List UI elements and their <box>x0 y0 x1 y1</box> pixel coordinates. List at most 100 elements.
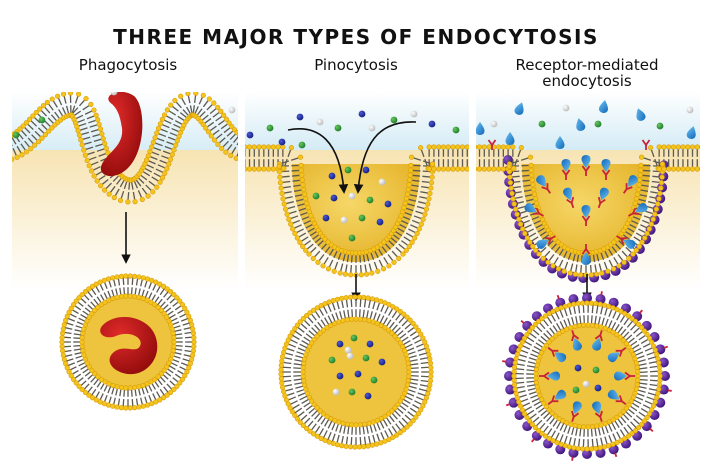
lipid-head <box>190 352 196 358</box>
molecule-white <box>348 192 356 200</box>
lipid-head <box>652 211 658 217</box>
lipid-head <box>315 259 321 265</box>
lipid-head <box>328 416 334 422</box>
molecule-white <box>582 380 590 388</box>
receptor-arm <box>552 400 559 403</box>
lipid-head <box>353 422 359 428</box>
lipid-head <box>639 421 645 428</box>
lipid-head <box>233 155 238 161</box>
lipid-head <box>634 382 640 388</box>
receptor-arm <box>618 350 623 357</box>
lipid-head <box>562 303 568 309</box>
lipid-head <box>414 230 420 237</box>
ligand-icon <box>581 205 591 218</box>
lipid-head <box>277 180 284 186</box>
lipid-head <box>302 356 308 362</box>
lipid-head <box>139 196 145 203</box>
lipid-head <box>402 200 408 206</box>
coat-protein <box>595 294 606 305</box>
receptor-arm <box>585 215 591 222</box>
lipid-head <box>320 263 326 269</box>
lipid-head <box>539 430 545 437</box>
diagram-title: THREE MAJOR TYPES OF ENDOCYTOSIS <box>113 25 599 49</box>
lipid-tail <box>232 135 238 143</box>
lipid-head <box>423 206 429 212</box>
lipid-head <box>568 325 574 331</box>
lipid-head <box>412 235 418 241</box>
lipid-head <box>382 413 388 419</box>
lipid-head <box>653 206 659 212</box>
lipid-head <box>297 319 303 325</box>
lipid-head <box>407 317 413 323</box>
lipid-head <box>694 166 700 172</box>
lipid-head <box>238 167 243 172</box>
lipid-head <box>251 144 257 150</box>
lipid-head <box>621 259 627 265</box>
lipid-head <box>334 296 341 302</box>
lipid-head <box>30 113 36 119</box>
lipid-head <box>541 346 547 352</box>
lipid-head <box>169 326 175 332</box>
lipid-head <box>626 344 632 350</box>
lipid-head <box>413 324 419 330</box>
receptor-icon <box>487 139 497 150</box>
lipid-head <box>76 383 82 389</box>
lipid-head <box>529 324 535 331</box>
lipid-head <box>535 318 542 324</box>
lipid-head <box>365 295 371 301</box>
receptor-stem <box>570 202 575 209</box>
lipid-tail <box>525 409 535 417</box>
molecule-green <box>344 166 352 174</box>
engulfed-particle <box>100 92 143 177</box>
lipid-head <box>152 376 158 383</box>
lipid-head <box>44 99 50 105</box>
molecule-green <box>452 126 460 134</box>
lipid-head <box>533 375 539 381</box>
molecule-green <box>594 120 602 128</box>
lipid-tail <box>403 394 413 401</box>
lipid-head <box>648 221 654 227</box>
lipid-tail <box>293 407 303 415</box>
lipid-head <box>470 167 475 172</box>
lipid-heads <box>238 144 475 278</box>
lipid-head <box>136 294 142 300</box>
lipid-head <box>406 182 412 188</box>
coated-vesicle <box>502 291 672 461</box>
lipid-head <box>626 255 632 261</box>
coat-protein <box>649 332 660 342</box>
lipid-head <box>365 443 371 449</box>
lipid-head <box>171 147 177 153</box>
lipid-head <box>628 398 634 404</box>
lipid-head <box>476 166 478 172</box>
lipid-head <box>23 149 30 155</box>
lipid-head <box>102 379 108 385</box>
lipid-tail <box>242 151 244 161</box>
lipid-head <box>3 136 8 141</box>
lipid-head <box>639 239 645 245</box>
molecule-white <box>316 118 324 126</box>
lipid-tail <box>378 419 385 429</box>
lipid-head <box>190 330 197 336</box>
lipid-head <box>512 360 518 366</box>
lipid-head <box>571 301 577 307</box>
lipid-head <box>495 166 502 172</box>
lipid-head <box>79 291 85 298</box>
lipid-head <box>59 334 65 341</box>
lipid-head <box>699 145 700 149</box>
lipid-head <box>391 259 397 265</box>
lipid-head <box>189 356 195 363</box>
ligand-icon <box>607 389 620 400</box>
receptor-arm <box>625 183 628 190</box>
lipid-head <box>79 343 85 349</box>
lipid-head <box>407 177 413 183</box>
lipid-head <box>172 97 178 104</box>
lipid-head <box>123 293 129 299</box>
lipid-head <box>189 321 195 328</box>
coat-protein <box>632 311 643 322</box>
lipid-head <box>694 144 700 150</box>
lipid-head <box>404 382 410 388</box>
lipid-head <box>575 300 581 307</box>
receptor-icon <box>614 371 635 381</box>
lipid-head <box>300 422 306 429</box>
receptor-icon <box>616 235 636 249</box>
